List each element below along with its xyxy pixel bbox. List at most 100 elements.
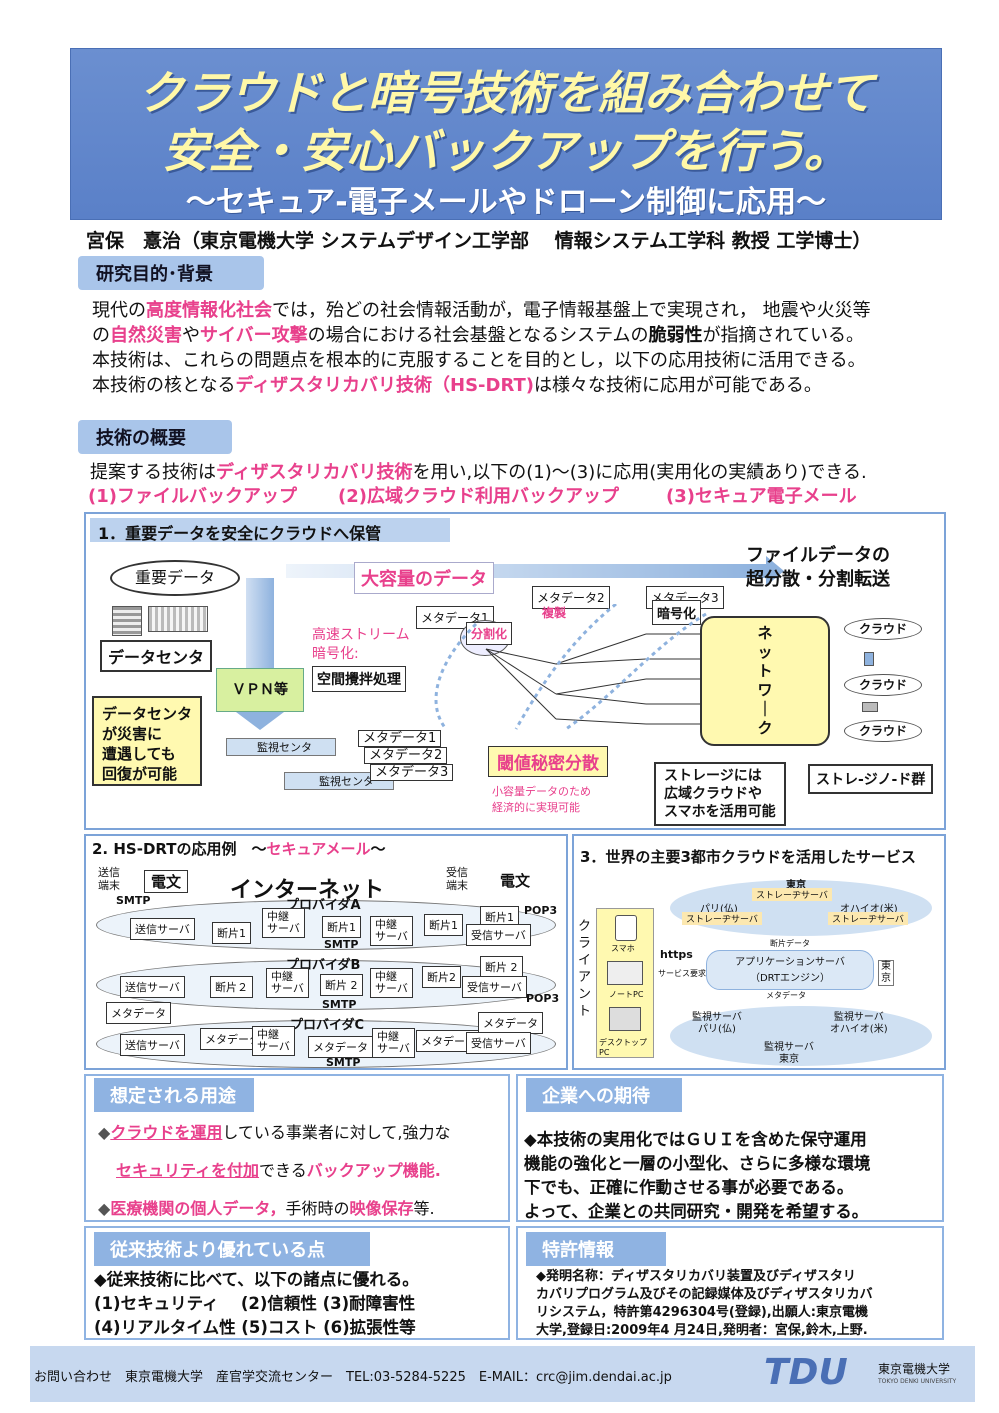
monitor-center-2: 監視センタ — [284, 772, 394, 790]
footer-univ: 東京電機大学 — [878, 1362, 951, 1376]
use-panel: 想定される用途 ◆クラウドを運用している事業者に対して,強力な セキュリティを付… — [84, 1074, 510, 1222]
diagram3-title: 3．世界の主要3都市クラウドを活用したサービス — [580, 848, 916, 866]
footer-bar: お問い合わせ 東京電機大学 産官学交流センター TEL:03-5284-5225… — [30, 1346, 975, 1402]
ohio-label: オハイオ(米) — [840, 904, 898, 915]
smtp-4: SMTP — [326, 1056, 361, 1069]
section-tab-overview: 技術の概要 — [78, 420, 232, 454]
fragment-a3: 断片1 — [424, 914, 463, 936]
use-tab: 想定される用途 — [94, 1078, 254, 1112]
desktop-label: デスクトップPC — [599, 1038, 647, 1057]
recovery-note: データセンタ が災害に 遭遇しても 回復が可能 — [92, 696, 202, 786]
footer-univ-en: TOKYO DENKI UNIVERSITY — [878, 1378, 957, 1385]
metadata-list: メタデータ1 メタデータ2 メタデータ3 — [358, 730, 454, 781]
cloud-3: クラウド — [844, 720, 922, 742]
relay-a2: 中継サーバ — [370, 916, 413, 946]
smtp-1: SMTP — [116, 894, 151, 907]
title-line-2: 安全・安心バックアップを行う。 — [162, 124, 850, 178]
section-tab-purpose: 研究目的･背景 — [78, 256, 264, 290]
expectation-panel: 企業への期待 ◆本技術の実用化ではＧＵＩを含めた保守運用 機能の強化と一層の小型… — [516, 1074, 944, 1222]
application-2: (2)広域クラウド利用バックアップ — [338, 486, 619, 507]
superior-tab: 従来技術より優れている点 — [94, 1232, 370, 1266]
pop3-1: POP3 — [524, 904, 558, 917]
monitor-ohio: 監視サーバオハイオ(米) — [830, 1012, 888, 1035]
recv-server-b: 受信サーバ — [462, 976, 527, 998]
overview-text: 提案する技術はディザスタリカバリ技術を用い,以下の(1)〜(3)に応用(実用化の… — [90, 462, 867, 483]
https-label: https — [660, 948, 693, 961]
tokyo-label: 東京 — [786, 880, 806, 891]
phone-icon — [864, 652, 874, 666]
fragment-b2: 断片 2 — [320, 974, 363, 996]
storage-note: ストレージには 広域クラウドや スマホを活用可能 — [654, 762, 786, 826]
relay-b1: 中継サーバ — [266, 968, 309, 998]
footer-contact: お問い合わせ 東京電機大学 産官学交流センター TEL:03-5284-5225… — [34, 1370, 672, 1385]
pop3-2: POP3 — [526, 992, 560, 1005]
diagram2-title: 2. HS-DRTの応用例 〜セキュアメール〜 — [92, 840, 386, 858]
fragment-b4: 断片 2 — [480, 956, 523, 978]
notepc-icon — [607, 961, 643, 985]
internet-label: インターネット — [230, 878, 385, 903]
duplicate-label: 複製 — [542, 606, 567, 620]
network-box: ネ ッ ト ワ ｜ ク — [700, 616, 830, 746]
fragment-a1: 断片1 — [212, 922, 251, 944]
send-server-a: 送信サーバ — [130, 918, 195, 940]
title-banner: クラウドと暗号技術を組み合わせて 安全・安心バックアップを行う。 〜セキュア-電… — [70, 48, 942, 220]
mail-send: 電文 — [144, 870, 189, 893]
storage-node-group: ストレ-ジノ-ド群 — [808, 764, 934, 794]
important-data-bubble: 重要データ — [110, 560, 240, 596]
metadata-label: メタデータ — [766, 991, 806, 1000]
diagram-secure-mail: 2. HS-DRTの応用例 〜セキュアメール〜 インターネット 送信端末 電文 … — [84, 834, 568, 1070]
send-server-c: 送信サーバ — [120, 1034, 185, 1056]
notepc-label: ノートPC — [609, 990, 644, 999]
metadata-c4: メタデータ — [478, 1012, 543, 1034]
client-panel: スマホ ノートPC デスクトップPC — [596, 908, 654, 1058]
mail-recv: 電文 — [500, 872, 531, 890]
superior-text: ◆従来技術に比べて、以下の諸点に優れる。 (1)セキュリティ (2)信頼性 (3… — [94, 1270, 419, 1337]
desktop-icon — [609, 1007, 641, 1031]
fragment-a2: 断片1 — [322, 916, 361, 938]
superior-panel: 従来技術より優れている点 ◆従来技術に比べて、以下の諸点に優れる。 (1)セキュ… — [84, 1226, 510, 1340]
service-request-label: サービス要求 — [658, 969, 706, 978]
vpn-label: ＶＰＮ等 — [216, 668, 304, 712]
diagram-cloud-storage: 1．重要データを安全にクラウドへ保管 大容量のデータ 重要データ データセンタ … — [84, 512, 946, 830]
smtp-2: SMTP — [324, 938, 359, 951]
smtp-3: SMTP — [322, 998, 357, 1011]
metadata-c1: メタデータ — [200, 1028, 265, 1050]
application-1: (1)ファイルバックアップ — [88, 486, 297, 507]
phone-label: スマホ — [611, 944, 635, 953]
diagram-three-city-cloud: 3．世界の主要3都市クラウドを活用したサービス クライ アント スマホ ノートP… — [572, 834, 946, 1070]
monitor-center-1: 監視センタ — [226, 738, 336, 756]
server-icon — [112, 606, 142, 636]
monitor-tokyo: 監視サーバ東京 — [764, 1042, 814, 1065]
storage-icon — [148, 606, 208, 632]
arrow-head-icon — [766, 556, 784, 586]
big-data-label: 大容量のデータ — [354, 562, 494, 594]
patent-tab: 特許情報 — [526, 1232, 666, 1266]
vpn-arrow-head-icon — [236, 712, 284, 730]
client-label: クライ アント — [578, 919, 592, 1019]
space-shuffle-label: 空間攪拌処理 — [312, 666, 406, 692]
app-server: アプリケーションサーバ（DRTエンジン） — [706, 950, 874, 990]
encrypt-label: 暗号化 — [652, 600, 702, 625]
relay-c2: 中継サーバ — [372, 1028, 415, 1058]
metadata-c3: メタデータ — [416, 1030, 481, 1052]
send-server-b: 送信サーバ — [120, 976, 185, 998]
fragment-b3: 断片2 — [422, 966, 461, 988]
split-label: 分割化 — [466, 622, 513, 645]
ohio-storage: ストレーヂサーバ — [828, 912, 908, 925]
relay-b2: 中継サーバ — [370, 968, 413, 998]
split-lines — [434, 604, 707, 731]
relay-a1: 中継サーバ — [262, 908, 305, 938]
threshold-note: 小容量データのため 経済的に実現可能 — [492, 785, 591, 814]
monitor-cloud — [670, 1006, 932, 1066]
fragment-data-label: 断片データ — [770, 939, 810, 948]
paris-label: パリ(仏) — [700, 904, 738, 915]
recv-server-a: 受信サーバ — [466, 924, 531, 946]
stream-encrypt-label: 高速ストリーム 暗号化: — [312, 627, 410, 662]
metadata2-label: メタデータ2 — [532, 586, 610, 609]
title-line-1: クラウドと暗号技術を組み合わせて — [138, 66, 874, 120]
author-line: 宮保 憙治（東京電機大学 システムデザイン工学部 情報システム工学科 教授 工学… — [86, 230, 872, 252]
application-3: (3)セキュア電子メール — [666, 486, 857, 507]
expectation-text: ◆本技術の実用化ではＧＵＩを含めた保守運用 機能の強化と一層の小型化、さらに多様… — [524, 1130, 871, 1221]
purpose-text: 現代の高度情報化社会では，殆どの社会情報活動が，電子情報基盤上で実現され， 地震… — [92, 300, 871, 396]
smartphone-icon — [615, 915, 637, 941]
